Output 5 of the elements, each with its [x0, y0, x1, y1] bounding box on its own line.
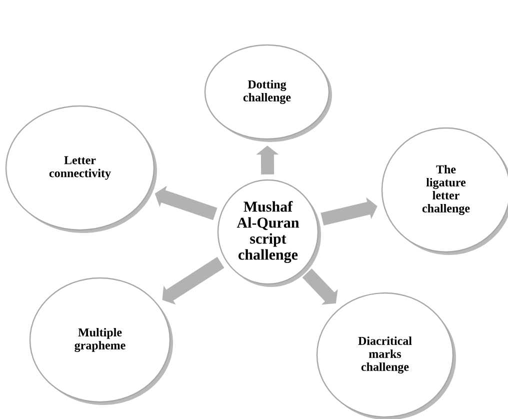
node-label: Diacritical marks challenge — [358, 336, 412, 374]
node-label: Multiple grapheme — [74, 328, 126, 352]
node-label: The ligature letter challenge — [422, 165, 470, 215]
block-arrow — [320, 197, 378, 226]
block-arrow — [162, 256, 224, 305]
